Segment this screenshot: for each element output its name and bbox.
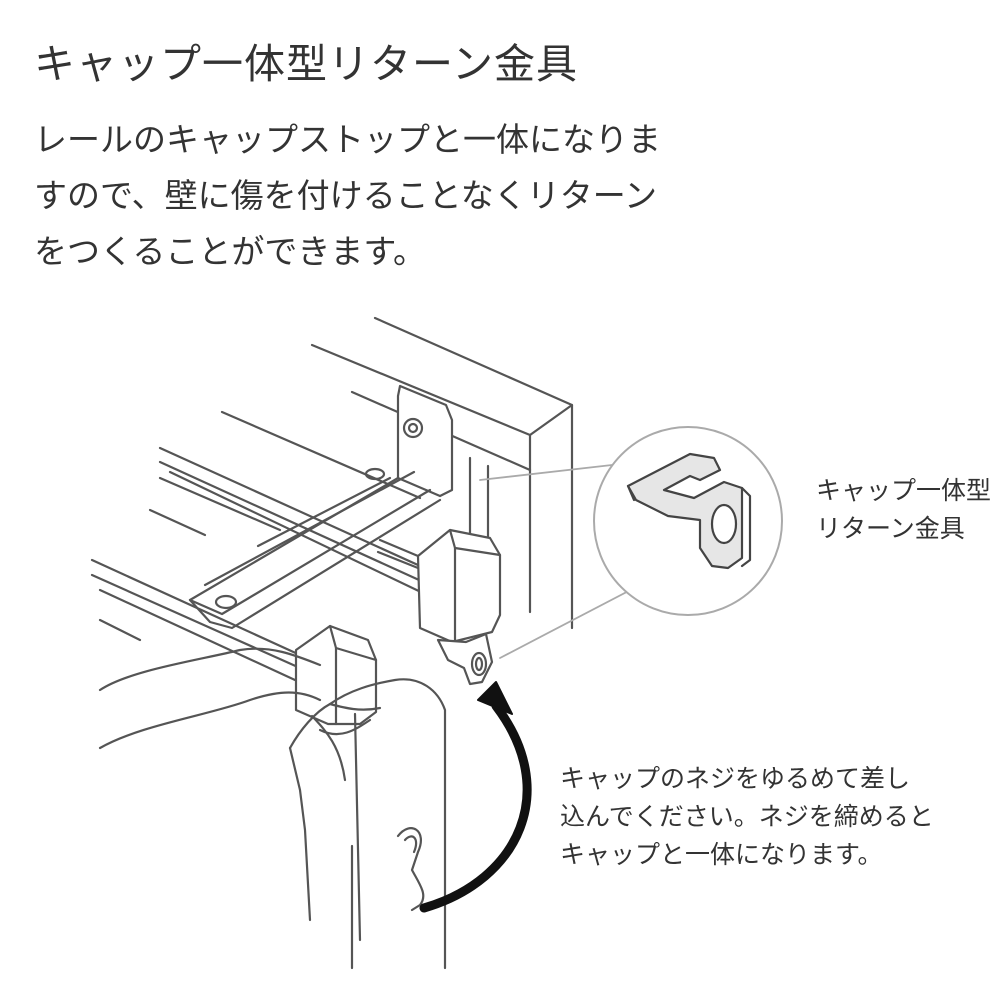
end-cap-front (294, 624, 378, 726)
callout-line: リターン金具 (816, 514, 965, 543)
wall-bracket (188, 384, 454, 630)
description: レールのキャップストップと一体になりま すので、壁に傷を付けることなくリターン … (34, 112, 674, 280)
instruction-line: 込んでください。ネジを締めると (560, 802, 934, 831)
curtain-fabric (98, 647, 447, 970)
return-bracket (436, 632, 494, 686)
page-title: キャップ一体型リターン金具 (34, 40, 578, 88)
curtain-rails (90, 410, 442, 682)
end-cap-back (376, 528, 502, 644)
curtain-hook (396, 827, 425, 912)
insertion-arrow (419, 681, 532, 913)
instruction-line: キャップと一体になります。 (560, 840, 883, 869)
bracket-callout-label: キャップ一体型 リターン金具 (816, 472, 991, 548)
description-line: レールのキャップストップと一体になりま (34, 120, 661, 159)
instruction-line: キャップのネジをゆるめて差し (560, 764, 911, 793)
instruction-text: キャップのネジをゆるめて差し 込んでください。ネジを締めると キャップと一体にな… (560, 760, 934, 874)
callout-line: キャップ一体型 (816, 476, 992, 505)
description-line: をつくることができます。 (34, 232, 427, 271)
zoom-circle (593, 426, 783, 616)
zoomed-bracket (626, 452, 752, 570)
description-line: すので、壁に傷を付けることなくリターン (34, 176, 658, 215)
zoom-connector (479, 464, 641, 659)
